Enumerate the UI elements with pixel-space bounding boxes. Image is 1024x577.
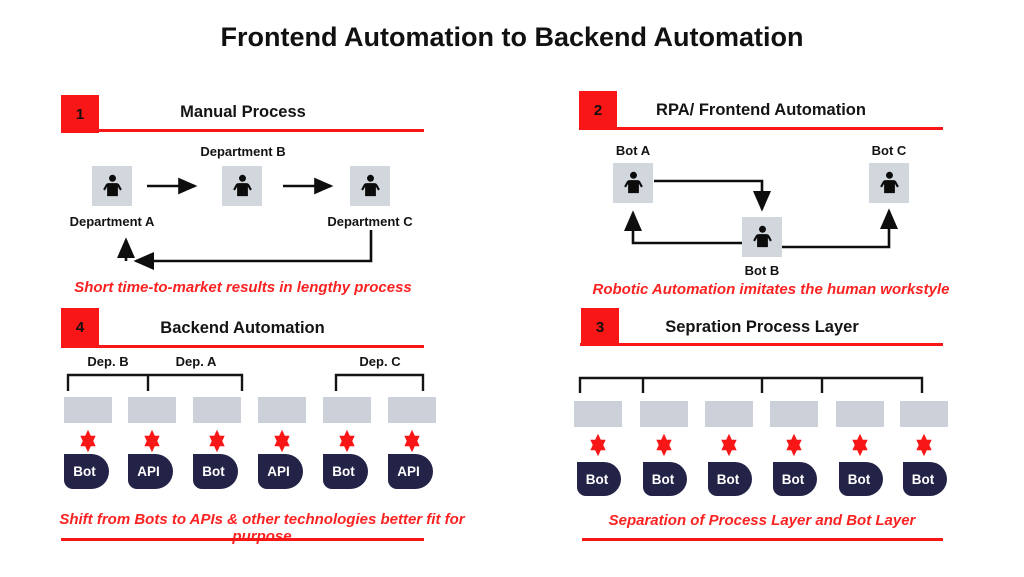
step-number: 4 — [75, 318, 85, 336]
page-title: Frontend Automation to Backend Automatio… — [220, 22, 804, 52]
backend-link-arrows — [80, 429, 420, 453]
process-box — [193, 397, 241, 423]
label-department-c: Department C — [327, 214, 413, 229]
label-dep-c: Dep. C — [359, 354, 401, 369]
chip-label: Bot — [781, 471, 805, 487]
section-footer-line — [61, 538, 424, 541]
backend-group-brackets — [66, 373, 425, 391]
section-underline — [62, 129, 424, 132]
person-icon — [360, 174, 380, 196]
section-footer-line — [582, 538, 943, 541]
bot-chip: Bot — [64, 454, 109, 489]
section-title-backend: Backend Automation — [160, 319, 325, 337]
chip-label: API — [267, 464, 290, 479]
process-box — [900, 401, 948, 427]
caption-manual-process: Short time-to-market results in lengthy … — [74, 279, 412, 296]
section-title-manual-process: Manual Process — [180, 103, 306, 121]
chip-label: Bot — [847, 471, 871, 487]
step-badge-1: 1 — [61, 95, 99, 133]
chip-label: Bot — [73, 464, 96, 479]
department-b-node — [222, 166, 262, 206]
separation-layer-bracket — [578, 376, 924, 393]
caption-separation: Separation of Process Layer and Bot Laye… — [608, 512, 916, 529]
person-icon — [232, 174, 252, 196]
chip-label: Bot — [651, 471, 675, 487]
api-chip: API — [388, 454, 433, 489]
section-underline — [580, 343, 943, 346]
bot-b-node — [742, 217, 782, 257]
label-dep-a: Dep. A — [175, 354, 217, 369]
step-badge-2: 2 — [579, 91, 617, 129]
process-box — [128, 397, 176, 423]
caption-rpa: Robotic Automation imitates the human wo… — [592, 281, 950, 298]
label-bot-a: Bot A — [615, 143, 651, 158]
section-title-separation: Sepration Process Layer — [665, 318, 859, 336]
process-box — [836, 401, 884, 427]
person-icon — [879, 171, 899, 193]
chip-label: Bot — [332, 464, 355, 479]
process-box — [258, 397, 306, 423]
chip-label: Bot — [202, 464, 225, 479]
person-icon — [623, 171, 643, 193]
label-department-a: Department A — [69, 214, 155, 229]
process-box — [323, 397, 371, 423]
label-bot-c: Bot C — [871, 143, 907, 158]
bot-chip: Bot — [903, 462, 947, 496]
bot-chip: Bot — [193, 454, 238, 489]
process-box — [574, 401, 622, 427]
bot-chip: Bot — [708, 462, 752, 496]
process-box — [388, 397, 436, 423]
section-title-rpa: RPA/ Frontend Automation — [656, 101, 866, 119]
step-badge-3: 3 — [581, 308, 619, 346]
department-c-node — [350, 166, 390, 206]
bot-a-node — [613, 163, 653, 203]
process-box — [64, 397, 112, 423]
chip-label: Bot — [585, 471, 609, 487]
step-number: 3 — [595, 318, 605, 336]
process-box — [640, 401, 688, 427]
bot-chip: Bot — [839, 462, 883, 496]
manual-process-connectors — [116, 177, 373, 271]
section-underline — [61, 345, 424, 348]
rpa-connectors — [623, 179, 899, 249]
process-box — [770, 401, 818, 427]
separation-link-arrows — [590, 433, 932, 457]
department-a-node — [92, 166, 132, 206]
person-icon — [102, 174, 122, 196]
person-icon — [752, 225, 772, 247]
process-box — [705, 401, 753, 427]
bot-chip: Bot — [323, 454, 368, 489]
label-dep-b: Dep. B — [87, 354, 129, 369]
step-badge-4: 4 — [61, 308, 99, 346]
bot-chip: Bot — [773, 462, 817, 496]
bot-chip: Bot — [577, 462, 621, 496]
bot-c-node — [869, 163, 909, 203]
api-chip: API — [258, 454, 303, 489]
chip-label: Bot — [716, 471, 740, 487]
chip-label: API — [137, 464, 160, 479]
api-chip: API — [128, 454, 173, 489]
chip-label: Bot — [911, 471, 935, 487]
section-underline — [579, 127, 943, 130]
chip-label: API — [397, 464, 420, 479]
step-number: 1 — [75, 105, 85, 123]
step-number: 2 — [593, 101, 603, 119]
bot-chip: Bot — [643, 462, 687, 496]
label-department-b: Department B — [200, 144, 286, 159]
label-bot-b: Bot B — [744, 263, 780, 278]
